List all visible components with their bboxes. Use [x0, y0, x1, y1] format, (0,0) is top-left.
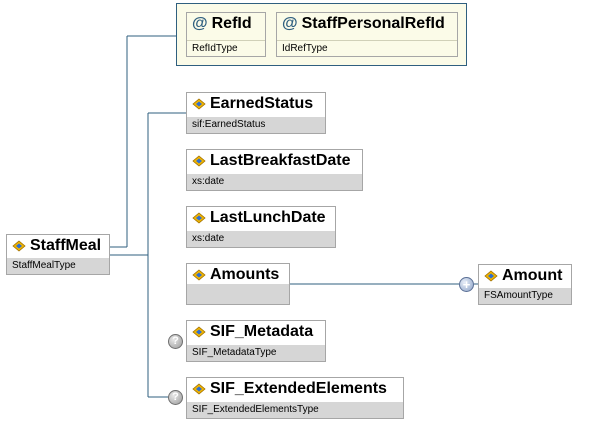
element-amount[interactable]: Amount FSAmountType: [478, 264, 572, 305]
expand-plus-icon[interactable]: +: [459, 277, 474, 292]
element-name: SIF_Metadata: [210, 323, 314, 340]
element-type: xs:date: [187, 174, 362, 190]
element-diamond-icon: [12, 240, 26, 252]
element-type: xs:date: [187, 231, 335, 247]
element-name: StaffMeal: [30, 237, 102, 254]
element-type: sif:EarnedStatus: [187, 117, 325, 133]
optional-question-icon[interactable]: ?: [168, 390, 183, 405]
element-sif-extendedelements[interactable]: SIF_ExtendedElements SIF_ExtendedElement…: [186, 377, 404, 419]
element-name: LastBreakfastDate: [210, 152, 351, 169]
element-name: Amounts: [210, 266, 280, 283]
element-type: StaffMealType: [7, 258, 109, 274]
element-name: LastLunchDate: [210, 209, 326, 226]
attribute-type: IdRefType: [277, 40, 457, 56]
element-diamond-icon: [192, 326, 206, 338]
element-type: SIF_MetadataType: [187, 345, 325, 361]
optional-question-icon[interactable]: ?: [168, 334, 183, 349]
attribute-staffpersonalrefid[interactable]: @ StaffPersonalRefId IdRefType: [276, 12, 458, 57]
element-name: Amount: [502, 267, 563, 284]
element-diamond-icon: [192, 98, 206, 110]
element-name: EarnedStatus: [210, 95, 314, 112]
element-earnedstatus[interactable]: EarnedStatus sif:EarnedStatus: [186, 92, 326, 134]
element-diamond-icon: [192, 383, 206, 395]
element-name: SIF_ExtendedElements: [210, 380, 387, 397]
element-sif-metadata[interactable]: SIF_Metadata SIF_MetadataType: [186, 320, 326, 362]
element-lastlunchdate[interactable]: LastLunchDate xs:date: [186, 206, 336, 248]
element-type: [187, 284, 289, 304]
attribute-type: RefIdType: [187, 40, 265, 56]
element-type: FSAmountType: [479, 288, 571, 304]
element-amounts[interactable]: Amounts: [186, 263, 290, 305]
element-lastbreakfastdate[interactable]: LastBreakfastDate xs:date: [186, 149, 363, 191]
attribute-at-icon: @: [282, 15, 298, 32]
element-diamond-icon: [192, 269, 206, 281]
element-diamond-icon: [192, 212, 206, 224]
attribute-at-icon: @: [192, 15, 208, 32]
element-type: SIF_ExtendedElementsType: [187, 402, 403, 418]
attribute-name: StaffPersonalRefId: [301, 15, 445, 32]
attribute-name: RefId: [211, 15, 252, 32]
element-diamond-icon: [484, 270, 498, 282]
element-staffmeal[interactable]: StaffMeal StaffMealType: [6, 234, 110, 275]
element-diamond-icon: [192, 155, 206, 167]
attribute-refid[interactable]: @ RefId RefIdType: [186, 12, 266, 57]
